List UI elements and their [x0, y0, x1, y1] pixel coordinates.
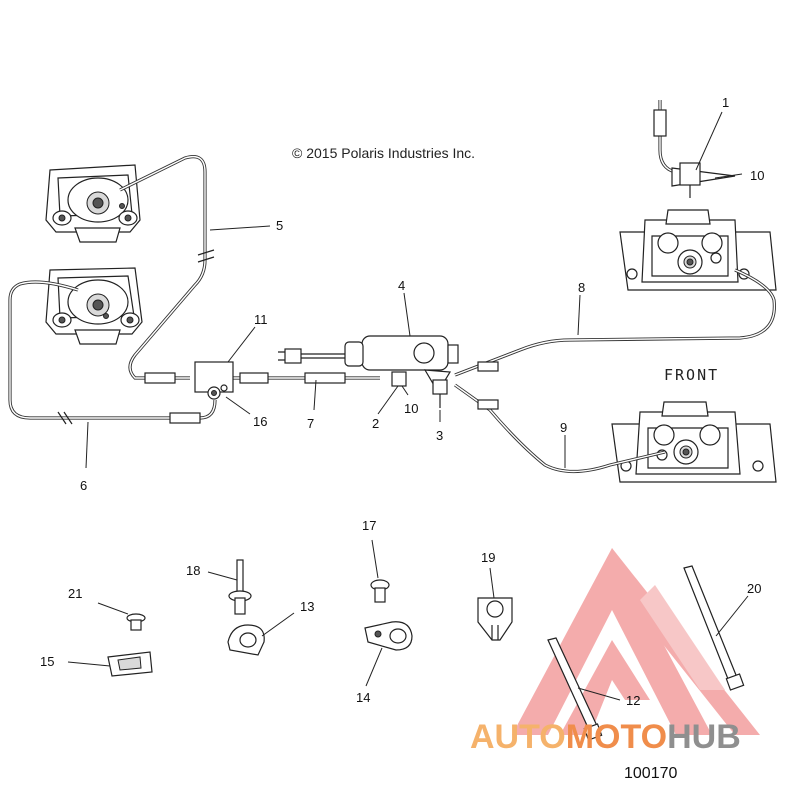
watermark-auto: AUTO [470, 718, 566, 756]
callout-6: 6 [80, 478, 87, 493]
clip-nut-15 [107, 651, 153, 677]
callout-19: 19 [481, 550, 495, 565]
callout-16: 16 [253, 414, 267, 429]
callout-15: 15 [40, 654, 54, 669]
brake-lines [8, 155, 776, 474]
callout-labels: 1 10 5 4 8 11 10 16 7 2 3 6 9 17 18 19 2… [40, 95, 764, 708]
front-caliper-lower [611, 401, 777, 483]
callout-11: 11 [254, 312, 268, 327]
callout-12: 12 [626, 693, 640, 708]
svg-text:AUTOMOTOHUB: AUTOMOTOHUB [470, 718, 741, 756]
cable-tie-12 [547, 637, 603, 741]
screw-21 [126, 613, 146, 631]
callout-14: 14 [356, 690, 370, 705]
callout-2: 2 [372, 416, 379, 431]
callout-10-lower: 10 [404, 401, 418, 416]
leader-lines [67, 111, 749, 701]
watermark-text: AUTOMOTOHUB [470, 718, 741, 756]
grommet-19 [477, 597, 513, 641]
copyright-text: © 2015 Polaris Industries Inc. [292, 145, 475, 161]
callout-21: 21 [68, 586, 82, 601]
rear-caliper-lower [45, 267, 143, 345]
rear-caliper-upper [45, 164, 141, 243]
callout-3: 3 [436, 428, 443, 443]
upper-bracket [653, 100, 736, 198]
master-cylinder [278, 335, 459, 408]
watermark-hub: HUB [667, 718, 741, 756]
callout-1: 1 [722, 95, 729, 110]
callout-7: 7 [307, 416, 314, 431]
watermark-moto: MOTO [566, 718, 667, 756]
callout-17: 17 [362, 518, 376, 533]
front-caliper-upper [619, 209, 777, 291]
callout-20: 20 [747, 581, 761, 596]
cable-tie-20 [683, 565, 745, 691]
callout-13: 13 [300, 599, 314, 614]
clamp-13 [227, 624, 265, 656]
clamp-14 [364, 621, 413, 651]
front-label: FRONT [664, 366, 719, 384]
callout-10-upper: 10 [750, 168, 764, 183]
tee-fitting [194, 361, 234, 400]
callout-4: 4 [398, 278, 405, 293]
push-rivet-18 [228, 559, 252, 615]
figure-number: 100170 [624, 765, 677, 782]
callout-8: 8 [578, 280, 585, 295]
callout-18: 18 [186, 563, 200, 578]
callout-9: 9 [560, 420, 567, 435]
callout-5: 5 [276, 218, 283, 233]
bolt-17 [370, 579, 390, 603]
